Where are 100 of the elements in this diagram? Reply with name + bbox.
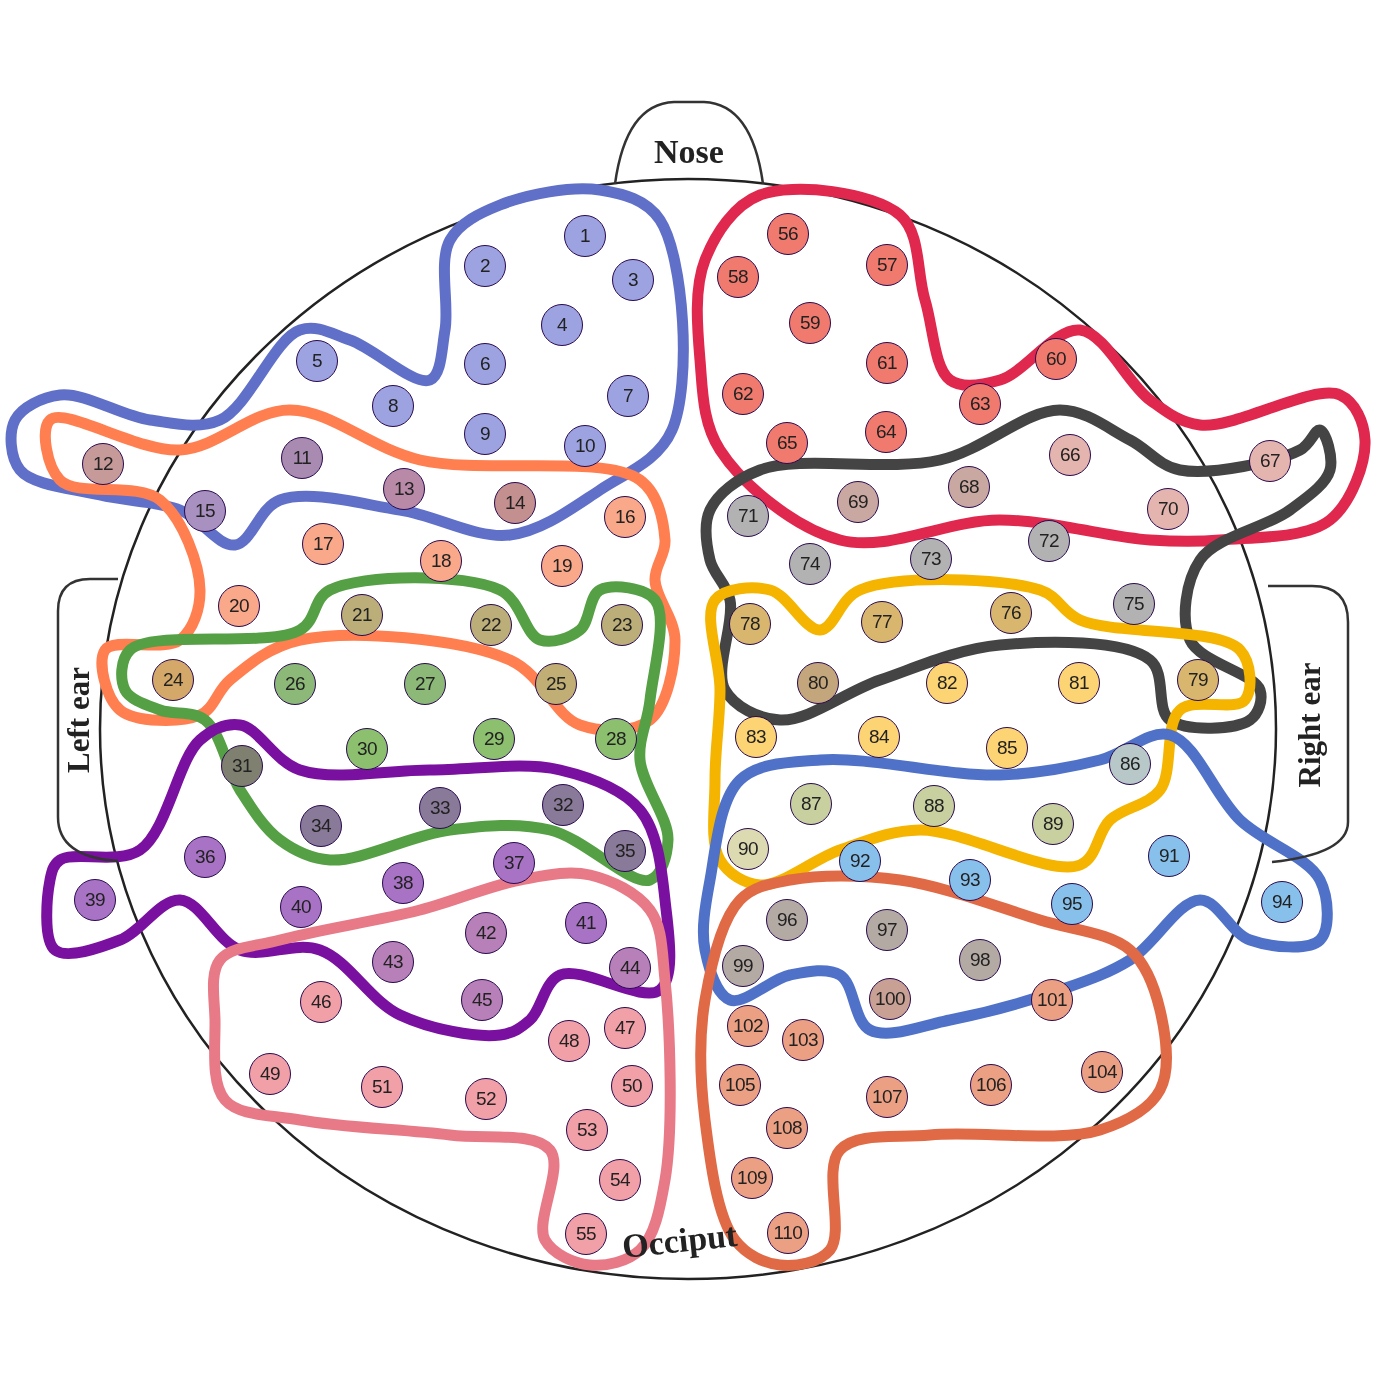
electrode-marker: 15 bbox=[184, 490, 226, 532]
electrode-marker: 73 bbox=[910, 538, 952, 580]
electrode-marker: 58 bbox=[717, 256, 759, 298]
occiput-label: Occiput bbox=[620, 1216, 739, 1266]
electrode-marker: 31 bbox=[221, 745, 263, 787]
electrode-marker: 108 bbox=[766, 1107, 808, 1149]
electrode-marker: 82 bbox=[926, 662, 968, 704]
electrode-marker: 53 bbox=[566, 1109, 608, 1151]
electrode-marker: 70 bbox=[1147, 488, 1189, 530]
electrode-marker: 26 bbox=[274, 663, 316, 705]
electrode-marker: 76 bbox=[990, 592, 1032, 634]
electrode-marker: 42 bbox=[465, 912, 507, 954]
electrode-marker: 79 bbox=[1177, 659, 1219, 701]
electrode-marker: 19 bbox=[541, 545, 583, 587]
electrode-marker: 30 bbox=[346, 728, 388, 770]
electrode-marker: 34 bbox=[300, 805, 342, 847]
electrode-marker: 110 bbox=[767, 1212, 809, 1254]
electrode-marker: 68 bbox=[948, 466, 990, 508]
nose-label: Nose bbox=[654, 133, 724, 171]
electrode-marker: 13 bbox=[383, 468, 425, 510]
electrode-marker: 39 bbox=[74, 879, 116, 921]
electrode-marker: 65 bbox=[766, 422, 808, 464]
electrode-marker: 43 bbox=[372, 941, 414, 983]
electrode-marker: 12 bbox=[82, 443, 124, 485]
electrode-marker: 28 bbox=[595, 718, 637, 760]
electrode-marker: 87 bbox=[790, 783, 832, 825]
electrode-marker: 7 bbox=[607, 375, 649, 417]
electrode-marker: 40 bbox=[280, 886, 322, 928]
electrode-marker: 85 bbox=[986, 727, 1028, 769]
electrode-marker: 3 bbox=[612, 259, 654, 301]
electrode-marker: 67 bbox=[1249, 440, 1291, 482]
electrode-marker: 88 bbox=[913, 785, 955, 827]
electrode-marker: 83 bbox=[735, 716, 777, 758]
electrode-marker: 47 bbox=[604, 1007, 646, 1049]
electrode-marker: 63 bbox=[959, 383, 1001, 425]
electrode-marker: 56 bbox=[767, 213, 809, 255]
electrode-marker: 93 bbox=[949, 859, 991, 901]
electrode-marker: 81 bbox=[1058, 662, 1100, 704]
electrode-marker: 94 bbox=[1261, 881, 1303, 923]
electrode-marker: 97 bbox=[866, 909, 908, 951]
electrode-marker: 75 bbox=[1113, 583, 1155, 625]
electrode-marker: 10 bbox=[564, 425, 606, 467]
electrode-marker: 37 bbox=[493, 842, 535, 884]
electrode-marker: 49 bbox=[249, 1053, 291, 1095]
electrode-marker: 55 bbox=[565, 1213, 607, 1255]
electrode-marker: 57 bbox=[866, 244, 908, 286]
electrode-marker: 25 bbox=[535, 663, 577, 705]
electrode-marker: 22 bbox=[470, 604, 512, 646]
electrode-marker: 35 bbox=[604, 830, 646, 872]
electrode-marker: 6 bbox=[464, 343, 506, 385]
electrode-marker: 18 bbox=[420, 540, 462, 582]
electrode-marker: 50 bbox=[611, 1065, 653, 1107]
electrode-marker: 41 bbox=[565, 902, 607, 944]
electrode-marker: 100 bbox=[869, 978, 911, 1020]
electrode-marker: 66 bbox=[1049, 434, 1091, 476]
electrode-marker: 109 bbox=[731, 1157, 773, 1199]
electrode-marker: 21 bbox=[341, 594, 383, 636]
electrode-marker: 95 bbox=[1051, 883, 1093, 925]
electrode-marker: 71 bbox=[727, 495, 769, 537]
electrode-marker: 96 bbox=[766, 899, 808, 941]
electrode-marker: 16 bbox=[604, 496, 646, 538]
electrode-marker: 101 bbox=[1031, 979, 1073, 1021]
electrode-marker: 91 bbox=[1148, 835, 1190, 877]
electrode-marker: 52 bbox=[465, 1078, 507, 1120]
electrode-marker: 24 bbox=[152, 659, 194, 701]
electrode-marker: 98 bbox=[959, 939, 1001, 981]
electrode-marker: 2 bbox=[464, 245, 506, 287]
electrode-marker: 48 bbox=[548, 1020, 590, 1062]
electrode-marker: 20 bbox=[218, 585, 260, 627]
electrode-marker: 27 bbox=[404, 663, 446, 705]
electrode-marker: 84 bbox=[858, 716, 900, 758]
ear-label: Left ear bbox=[61, 667, 97, 773]
electrode-marker: 29 bbox=[473, 718, 515, 760]
electrode-marker: 64 bbox=[865, 411, 907, 453]
electrode-marker: 77 bbox=[861, 601, 903, 643]
electrode-marker: 62 bbox=[722, 373, 764, 415]
electrode-marker: 4 bbox=[541, 304, 583, 346]
electrode-marker: 14 bbox=[494, 482, 536, 524]
electrode-marker: 36 bbox=[184, 836, 226, 878]
electrode-marker: 44 bbox=[609, 947, 651, 989]
electrode-marker: 46 bbox=[300, 981, 342, 1023]
electrode-marker: 33 bbox=[419, 787, 461, 829]
electrode-marker: 99 bbox=[722, 945, 764, 987]
electrode-marker: 60 bbox=[1035, 338, 1077, 380]
electrode-marker: 54 bbox=[599, 1159, 641, 1201]
electrode-marker: 104 bbox=[1081, 1051, 1123, 1093]
electrode-marker: 105 bbox=[719, 1064, 761, 1106]
electrode-marker: 90 bbox=[727, 828, 769, 870]
electrode-marker: 106 bbox=[970, 1064, 1012, 1106]
electrode-marker: 80 bbox=[797, 662, 839, 704]
electrode-marker: 23 bbox=[601, 604, 643, 646]
ear-label: Right ear bbox=[1292, 662, 1328, 787]
electrode-marker: 38 bbox=[382, 862, 424, 904]
electrode-marker: 32 bbox=[542, 784, 584, 826]
electrode-marker: 8 bbox=[372, 385, 414, 427]
electrode-marker: 9 bbox=[464, 413, 506, 455]
electrode-marker: 86 bbox=[1109, 743, 1151, 785]
electrode-marker: 51 bbox=[361, 1066, 403, 1108]
electrode-marker: 103 bbox=[782, 1019, 824, 1061]
electrode-marker: 1 bbox=[564, 215, 606, 257]
